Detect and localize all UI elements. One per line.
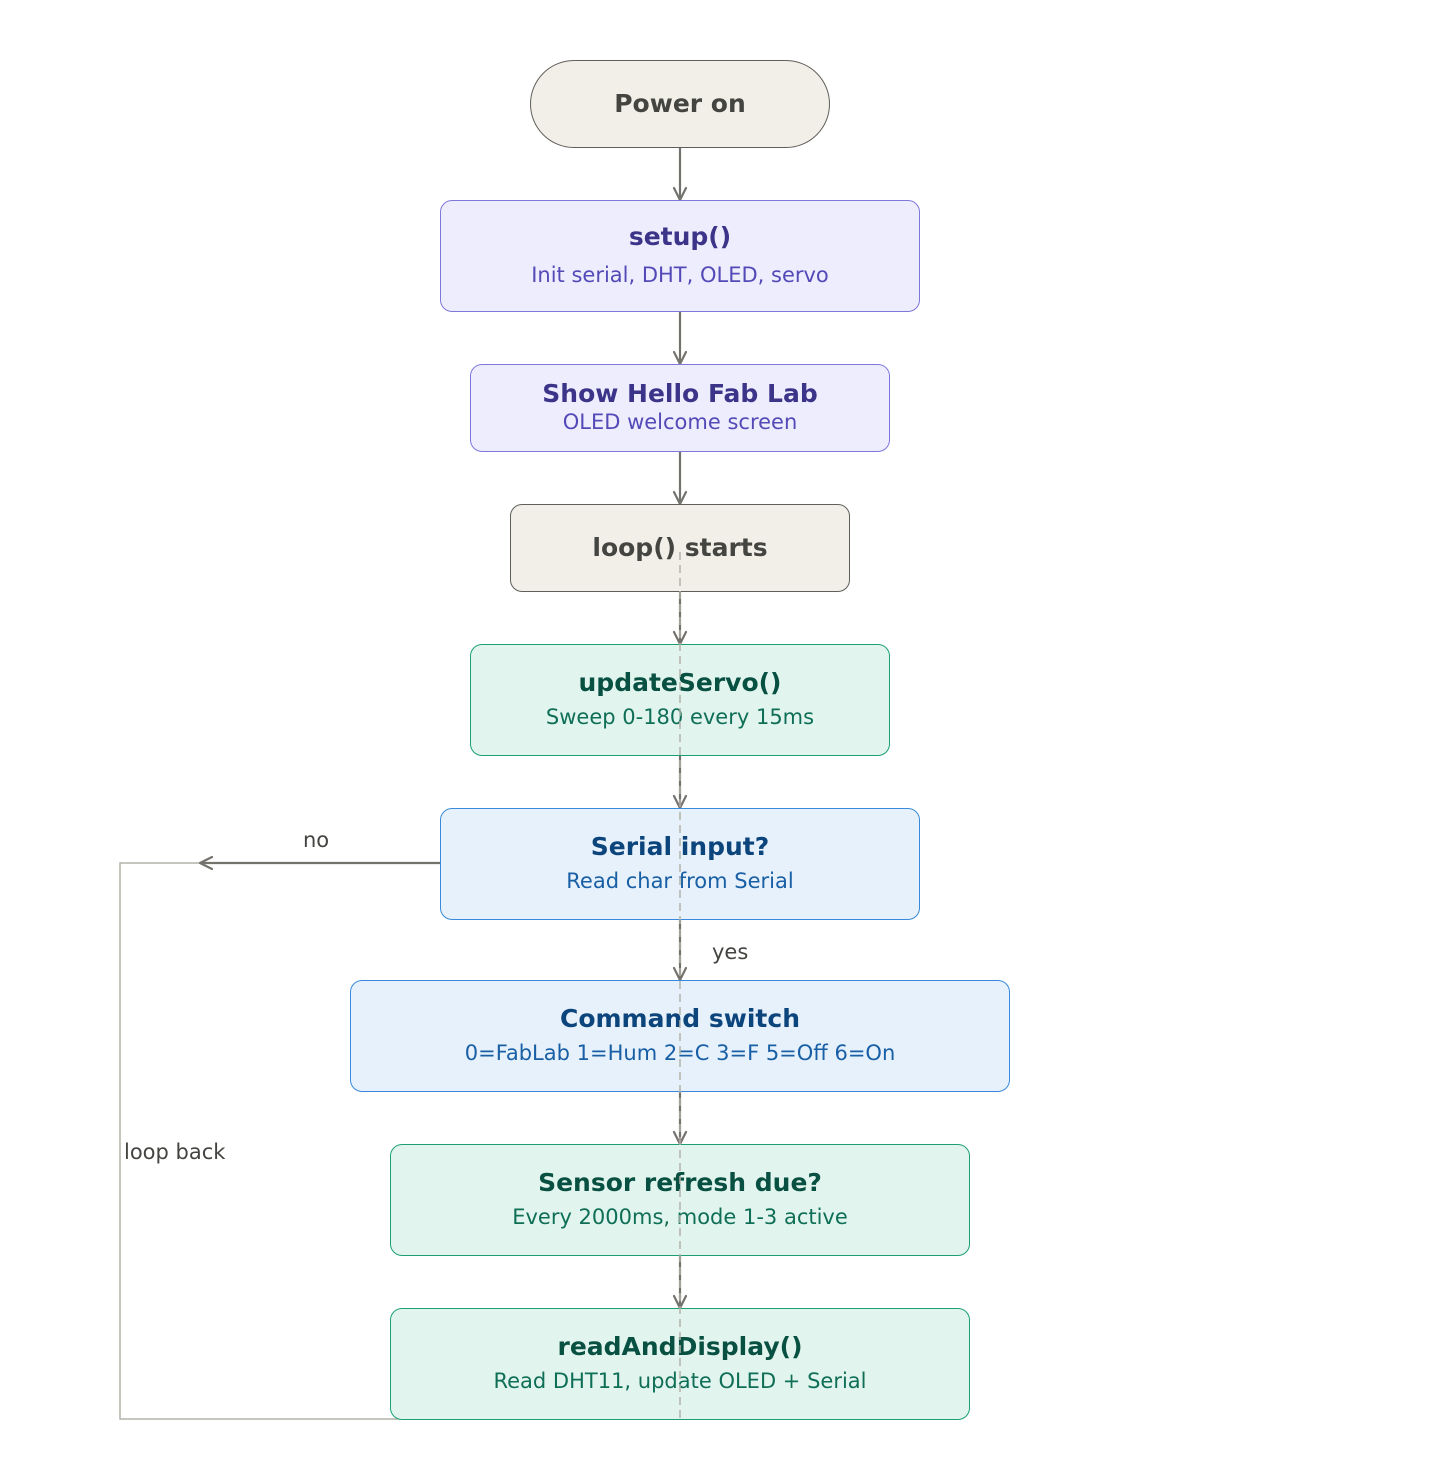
node-title: Serial input? [590,832,770,862]
node-serial-input: Serial input? Read char from Serial [440,808,920,920]
node-loop-start: loop() starts [510,504,850,592]
node-show-hello: Show Hello Fab Lab OLED welcome screen [470,364,890,452]
loop-back-line [119,862,400,1420]
node-subtitle: Every 2000ms, mode 1-3 active [512,1205,848,1230]
node-setup: setup() Init serial, DHT, OLED, servo [440,200,920,312]
node-subtitle: Sweep 0-180 every 15ms [545,705,815,730]
node-title: loop() starts [592,533,768,562]
node-power-on: Power on [530,60,830,148]
node-command-switch: Command switch 0=FabLab 1=Hum 2=C 3=F 5=… [350,980,1010,1092]
node-update-servo: updateServo() Sweep 0-180 every 15ms [470,644,890,756]
node-title: Power on [614,89,746,118]
node-title: setup() [628,222,732,252]
node-subtitle: Init serial, DHT, OLED, servo [531,263,829,288]
edge-label-yes: yes [712,940,749,964]
node-subtitle: Read char from Serial [566,869,794,894]
node-title: Sensor refresh due? [538,1168,822,1198]
node-title: Show Hello Fab Lab [542,379,818,409]
edge-label-no: no [303,828,330,852]
node-read-and-display: readAndDisplay() Read DHT11, update OLED… [390,1308,970,1420]
node-title: readAndDisplay() [557,1332,803,1362]
node-subtitle: 0=FabLab 1=Hum 2=C 3=F 5=Off 6=On [464,1041,896,1066]
node-subtitle: Read DHT11, update OLED + Serial [493,1369,867,1394]
node-title: Command switch [559,1004,800,1034]
edge-label-loop-back: loop back [124,1140,226,1164]
node-title: updateServo() [578,668,782,698]
node-sensor-refresh: Sensor refresh due? Every 2000ms, mode 1… [390,1144,970,1256]
node-subtitle: OLED welcome screen [562,410,798,435]
